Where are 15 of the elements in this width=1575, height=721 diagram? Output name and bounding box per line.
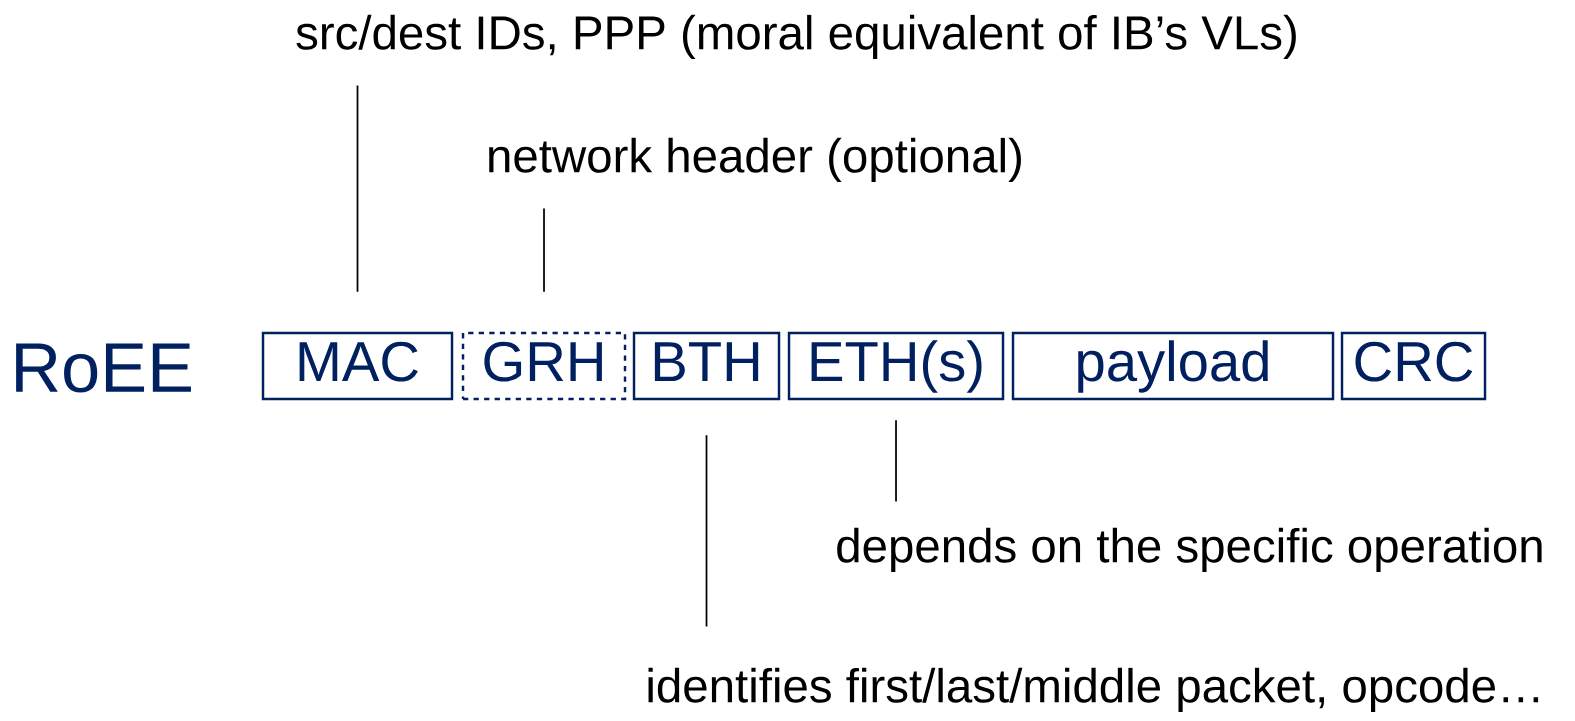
header-field-box: MAC: [261, 331, 454, 401]
title-label: RoEE: [16, 343, 191, 393]
header-field-box: BTH: [632, 331, 781, 401]
annotation-text: depends on the specific operation: [837, 527, 1542, 573]
leader-line: [543, 207, 545, 293]
annotation-text: identifies first/last/middle packet, opcode…: [648, 667, 1539, 713]
header-field-box: CRC: [1340, 331, 1487, 401]
header-field-box: payload: [1011, 331, 1335, 401]
leader-line: [895, 419, 897, 503]
header-field-box: ETH(s): [787, 331, 1005, 401]
annotation-text: src/dest IDs, PPP (moral equivalent of IB’s VLs): [296, 14, 1296, 60]
annotation-text: network header (optional): [489, 137, 1021, 183]
leader-line: [705, 434, 708, 628]
leader-line: [356, 84, 359, 293]
header-field-box: GRH: [461, 331, 627, 401]
